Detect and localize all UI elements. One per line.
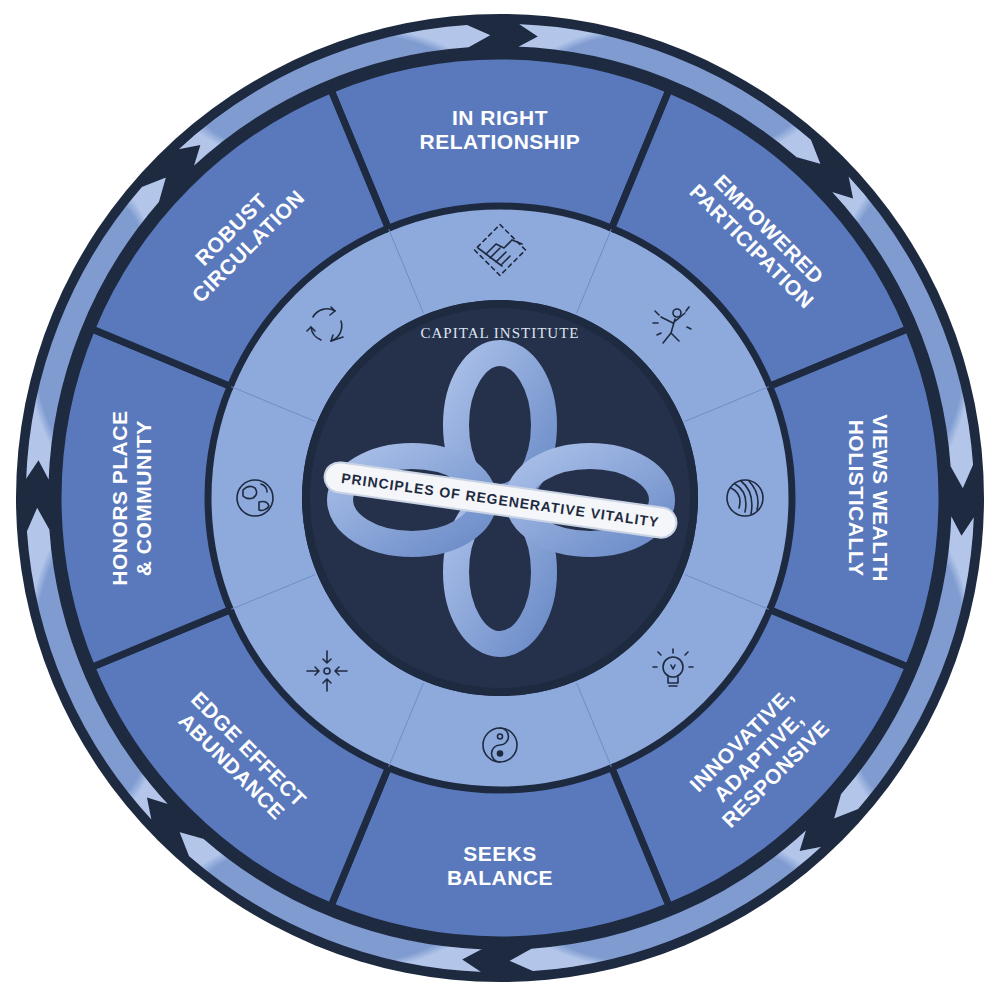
- handshake-icon-part: [486, 240, 512, 266]
- segment-wedge: [331, 56, 669, 228]
- principle-label: HONORS PLACE & COMMUNITY: [108, 404, 156, 592]
- person-icon-part: [653, 307, 691, 335]
- segment-wedge: [331, 768, 669, 940]
- yin-yang-icon-part: [492, 728, 509, 762]
- band-divider: [577, 228, 612, 313]
- globe-icon-part: [243, 484, 269, 511]
- leaf-icon-part: [731, 481, 758, 514]
- wedges: [58, 56, 942, 940]
- principle-label: EDGE EFFECT ABUNDANCE: [156, 675, 323, 842]
- principle-segment: VIEWS WEALTH HOLISTICALLY: [840, 383, 896, 613]
- segment-wedge: [92, 90, 389, 387]
- yin-yang-icon: [483, 728, 517, 762]
- yin-yang-icon-part: [483, 728, 517, 762]
- person-icon-part: [673, 309, 681, 317]
- principle-segment: SEEKS BALANCE: [425, 838, 575, 894]
- principle-label: SEEKS BALANCE: [431, 842, 569, 890]
- segment-wedge: [612, 610, 909, 907]
- band-divider: [685, 575, 770, 610]
- recycle-icon: [307, 307, 343, 341]
- segment-wedge: [58, 329, 230, 667]
- principle-segment: ROBUST CIRCULATION: [142, 140, 337, 335]
- center-rim: [302, 300, 698, 696]
- principle-label: VIEWS WEALTH HOLISTICALLY: [844, 389, 892, 607]
- yin-yang-icon-part: [498, 751, 503, 756]
- band-divider: [685, 386, 770, 421]
- principle-segment: EMPOWERED PARTICIPATION: [655, 133, 865, 343]
- band-edge: [208, 206, 792, 790]
- handshake-icon-part: [478, 240, 522, 254]
- person-icon-part: [661, 313, 685, 343]
- bulb-icon: [653, 649, 693, 686]
- band-divider: [577, 683, 612, 768]
- globe-icon: [237, 480, 273, 516]
- outer-ring: [16, 14, 984, 982]
- band-divider: [388, 683, 423, 768]
- leaf-icon-part: [727, 480, 763, 516]
- principle-label: INNOVATIVE, ADAPTIVE, RESPONSIVE: [674, 672, 844, 842]
- converge-icon-part: [324, 668, 330, 674]
- arrow-ring: [25, 23, 974, 972]
- bulb-icon-part: [668, 665, 678, 686]
- center-disc: [310, 308, 690, 688]
- segment-wedge: [612, 90, 909, 387]
- handshake-icon-part: [475, 225, 526, 276]
- leaf-icon: [727, 480, 763, 516]
- principle-segment: IN RIGHT RELATIONSHIP: [400, 102, 600, 158]
- globe-icon-part: [237, 480, 273, 516]
- principle-segment: HONORS PLACE & COMMUNITY: [104, 398, 160, 598]
- principle-segment: INNOVATIVE, ADAPTIVE, RESPONSIVE: [667, 665, 851, 849]
- recycle-icon-part: [311, 309, 342, 341]
- title-band: PRINCIPLES OF REGENERATIVE VITALITY: [323, 462, 676, 539]
- segment-wedge: [770, 329, 942, 667]
- wheel-illustration-part: [237, 225, 763, 762]
- recycle-icon-part: [307, 307, 343, 341]
- segment-wedge: [92, 610, 389, 907]
- principle-label: EMPOWERED PARTICIPATION: [663, 140, 858, 335]
- band-divider: [388, 228, 423, 313]
- center-circle: CAPITAL INSTITUTE PRINCIPLES OF REGENERAT…: [310, 308, 690, 688]
- converge-icon: [307, 651, 347, 691]
- principle-label: IN RIGHT RELATIONSHIP: [406, 106, 594, 154]
- yin-yang-icon-part: [498, 734, 503, 739]
- bulb-icon-part: [653, 649, 693, 667]
- brand-label: CAPITAL INSTITUTE: [310, 324, 690, 342]
- band-divider: [230, 386, 315, 421]
- converge-icon-part: [307, 651, 347, 691]
- principle-segment: EDGE EFFECT ABUNDANCE: [149, 668, 330, 849]
- band-divider: [230, 575, 315, 610]
- principle-label: ROBUST CIRCULATION: [149, 147, 330, 328]
- handshake-icon: [475, 225, 526, 276]
- person-icon: [653, 307, 691, 343]
- bulb-icon-part: [663, 657, 683, 677]
